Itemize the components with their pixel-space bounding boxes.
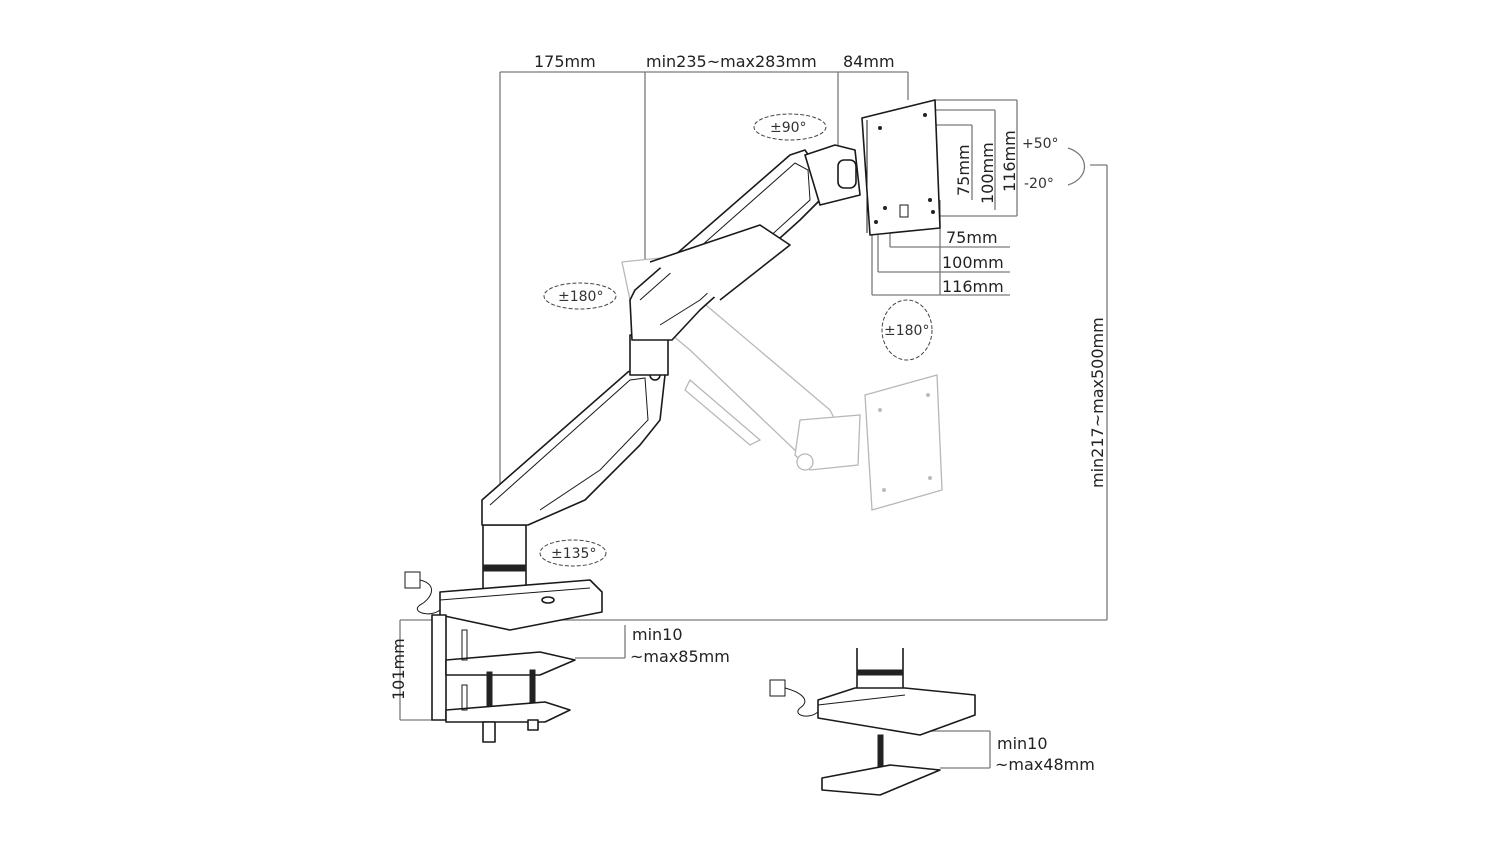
label-elbow-180: ±180° bbox=[558, 289, 603, 305]
label-base-135: ±135° bbox=[551, 546, 596, 562]
vesa-plate bbox=[861, 99, 941, 236]
dimension-lines bbox=[399, 71, 1108, 769]
label-vesa-v-75: 75mm bbox=[954, 144, 973, 196]
label-swivel-90: ±90° bbox=[770, 120, 807, 136]
desk-clamp-assembly bbox=[404, 524, 603, 743]
label-clamp-max: ~max85mm bbox=[630, 647, 730, 666]
lower-arm bbox=[481, 361, 666, 526]
label-vesa-v-100: 100mm bbox=[978, 142, 997, 204]
label-vesa-h-75: 75mm bbox=[946, 228, 998, 247]
label-grommet-max: ~max48mm bbox=[995, 755, 1095, 774]
label-clamp-height: 101mm bbox=[389, 638, 408, 700]
grommet-base-assembly bbox=[769, 648, 976, 796]
label-vesa-v-116: 116mm bbox=[1000, 130, 1019, 192]
label-vesa-h-116: 116mm bbox=[942, 277, 1004, 296]
label-vesa-h-100: 100mm bbox=[942, 253, 1004, 272]
label-tilt-up: +50° bbox=[1022, 136, 1059, 152]
label-arm-reach: min235~max283mm bbox=[646, 52, 817, 71]
label-grommet-min: min10 bbox=[997, 734, 1048, 753]
labels: 175mm min235~max283mm 84mm min217~max500… bbox=[389, 52, 1107, 774]
label-height-range: min217~max500mm bbox=[1088, 317, 1107, 488]
label-tilt-down: -20° bbox=[1024, 176, 1054, 192]
label-clamp-min: min10 bbox=[632, 625, 683, 644]
label-84mm: 84mm bbox=[843, 52, 895, 71]
upper-arm bbox=[629, 144, 861, 376]
angle-markers bbox=[539, 113, 1085, 567]
label-175mm: 175mm bbox=[534, 52, 596, 71]
label-rotate-180: ±180° bbox=[884, 323, 929, 339]
